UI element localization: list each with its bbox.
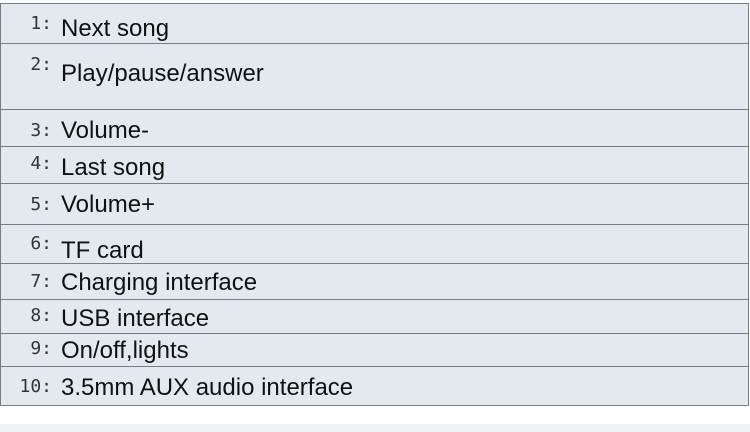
item-label: Volume+ — [61, 191, 156, 218]
item-number: 6: — [30, 233, 52, 254]
list-item: 1: Next song — [0, 4, 749, 44]
item-label: TF card — [61, 237, 144, 264]
list-item: 6: TF card — [0, 225, 749, 264]
item-label: Last song — [61, 154, 166, 181]
item-label: Charging interface — [61, 269, 258, 296]
item-number: 7: — [30, 271, 52, 292]
item-number: 8: — [30, 305, 52, 326]
item-label: 3.5mm AUX audio interface — [61, 374, 354, 401]
item-label: Volume- — [61, 117, 150, 144]
item-number: 9: — [30, 338, 52, 359]
item-number: 4: — [30, 153, 52, 174]
item-label: USB interface — [61, 305, 210, 332]
item-number: 5: — [30, 194, 52, 215]
item-label: On/off,lights — [61, 337, 189, 364]
list-item: 4: Last song — [0, 147, 749, 184]
item-number: 1: — [30, 13, 52, 34]
list-item: 3: Volume- — [0, 110, 749, 147]
list-item: 10: 3.5mm AUX audio interface — [0, 367, 749, 406]
list-item: 9: On/off,lights — [0, 334, 749, 367]
item-label: Next song — [61, 15, 170, 42]
function-list: 1: Next song 2: Play/pause/answer 3: Vol… — [0, 3, 749, 406]
list-item: 2: Play/pause/answer — [0, 44, 749, 110]
list-item: 5: Volume+ — [0, 184, 749, 225]
item-label: Play/pause/answer — [61, 60, 264, 87]
item-number: 3: — [30, 120, 52, 141]
list-item: 7: Charging interface — [0, 264, 749, 300]
list-item: 8: USB interface — [0, 300, 749, 334]
item-number: 10: — [19, 376, 52, 397]
item-number: 2: — [30, 54, 52, 75]
bottom-strip — [0, 424, 750, 432]
